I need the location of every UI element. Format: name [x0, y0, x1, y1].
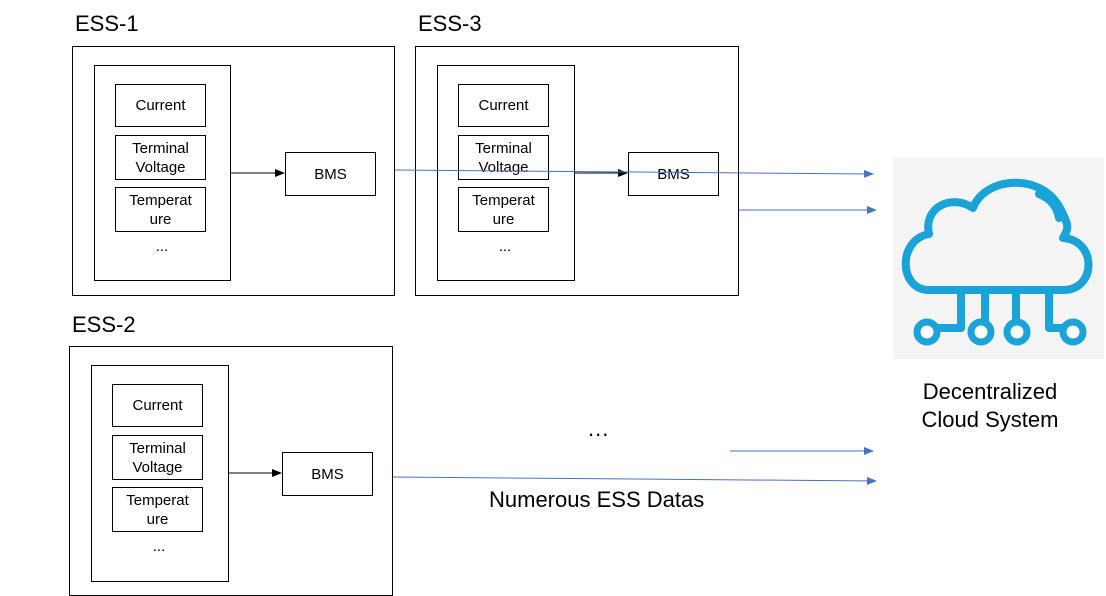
ess1-sensor-temperature: Temperat ure [115, 187, 206, 232]
ess2-data-arrow [392, 476, 877, 485]
ess3-title: ESS-3 [418, 11, 482, 36]
ellipsis: ... [588, 416, 610, 441]
ess2-title: ESS-2 [72, 312, 136, 337]
cloud-label-line1: Decentralized [922, 379, 1058, 404]
ess2-bms: BMS [282, 452, 373, 496]
ess2-sensor-voltage: Terminal Voltage [112, 435, 203, 480]
ess3-sensor-temperature: Temperat ure [458, 187, 549, 232]
data-label: Numerous ESS Datas [489, 487, 705, 512]
ess3-bms: BMS [628, 152, 719, 196]
cloud-network-icon [901, 178, 1093, 346]
ess1-title: ESS-1 [75, 11, 139, 36]
ess1-data-arrow [394, 169, 874, 178]
cloud-label-line2: Cloud System [921, 407, 1059, 432]
cloud-node-3 [1003, 318, 1031, 346]
cloud-node-1 [913, 318, 941, 346]
ess1-more: ... [155, 238, 169, 255]
cloud-panel [893, 158, 1104, 359]
ess3-more: ... [498, 238, 512, 255]
ess3-sensor-voltage: Terminal Voltage [458, 135, 549, 180]
ess2-sensor-temperature: Temperat ure [112, 487, 203, 532]
ess1-sensor-voltage: Terminal Voltage [115, 135, 206, 180]
cloud-node-2 [967, 318, 995, 346]
ess2-sensor-current: Current [112, 384, 203, 427]
ess3-sensor-current: Current [458, 84, 549, 127]
cloud-node-4 [1059, 318, 1087, 346]
ess1-sensor-current: Current [115, 84, 206, 127]
ess2-more: ... [152, 538, 166, 555]
ess1-bms: BMS [285, 152, 376, 196]
cloud-label: Decentralized Cloud System [893, 378, 1087, 434]
